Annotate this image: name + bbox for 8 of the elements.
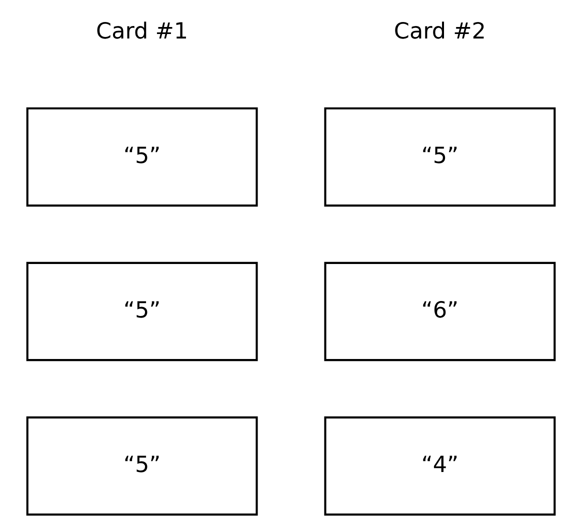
label: Card #1 bbox=[96, 18, 188, 45]
node-box: “4” bbox=[324, 416, 556, 516]
node-box: “6” bbox=[324, 262, 556, 362]
label: Card #2 bbox=[394, 18, 486, 45]
node-box: “5” bbox=[26, 416, 258, 516]
node-box: “5” bbox=[324, 107, 556, 207]
node-box: “5” bbox=[26, 107, 258, 207]
node-box: “5” bbox=[26, 262, 258, 362]
